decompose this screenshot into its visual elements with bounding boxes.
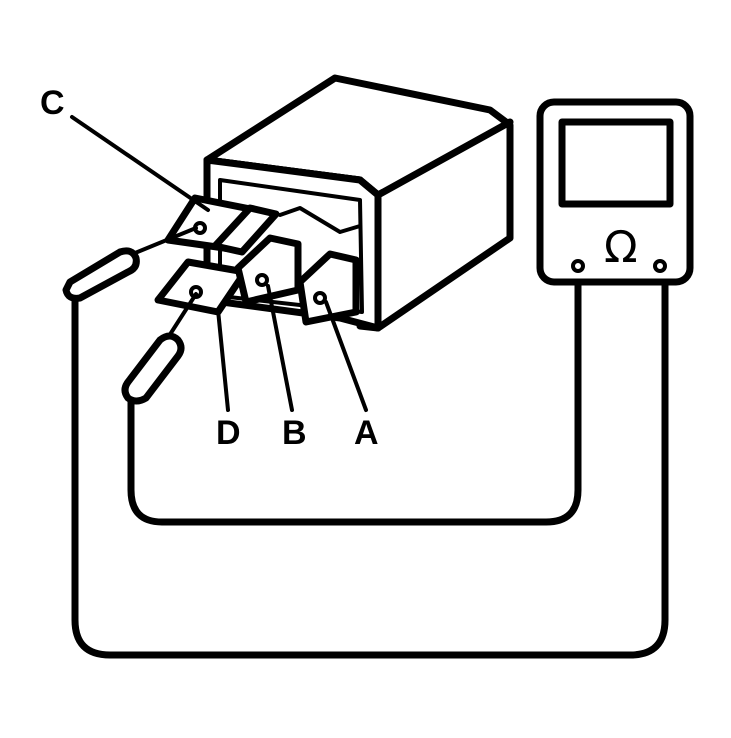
probe-upper: [62, 226, 198, 302]
leader-a: [324, 300, 368, 412]
ohmmeter-display: [558, 118, 674, 208]
label-a: A: [354, 414, 379, 452]
inner-wire: [127, 276, 582, 526]
probe-lower: [121, 292, 198, 405]
meter-wires: [71, 276, 669, 659]
label-b: B: [282, 414, 307, 452]
terminal-a: [296, 250, 360, 326]
meter-jack-left: [571, 259, 585, 273]
terminal-b: [234, 234, 302, 306]
leader-c: [70, 115, 210, 212]
ohmmeter: Ω: [536, 98, 694, 286]
label-d: D: [216, 414, 241, 452]
relay-recess-ridge: [278, 206, 362, 234]
outer-wire: [71, 276, 669, 659]
label-leaders: [70, 115, 368, 412]
meter-jack-right: [653, 259, 667, 273]
relay-connector-recess: [218, 178, 364, 314]
ohm-symbol: Ω: [604, 222, 638, 273]
label-c: C: [40, 84, 65, 122]
leader-b: [266, 284, 294, 412]
terminal-c: [164, 194, 280, 256]
leader-d: [216, 308, 230, 412]
